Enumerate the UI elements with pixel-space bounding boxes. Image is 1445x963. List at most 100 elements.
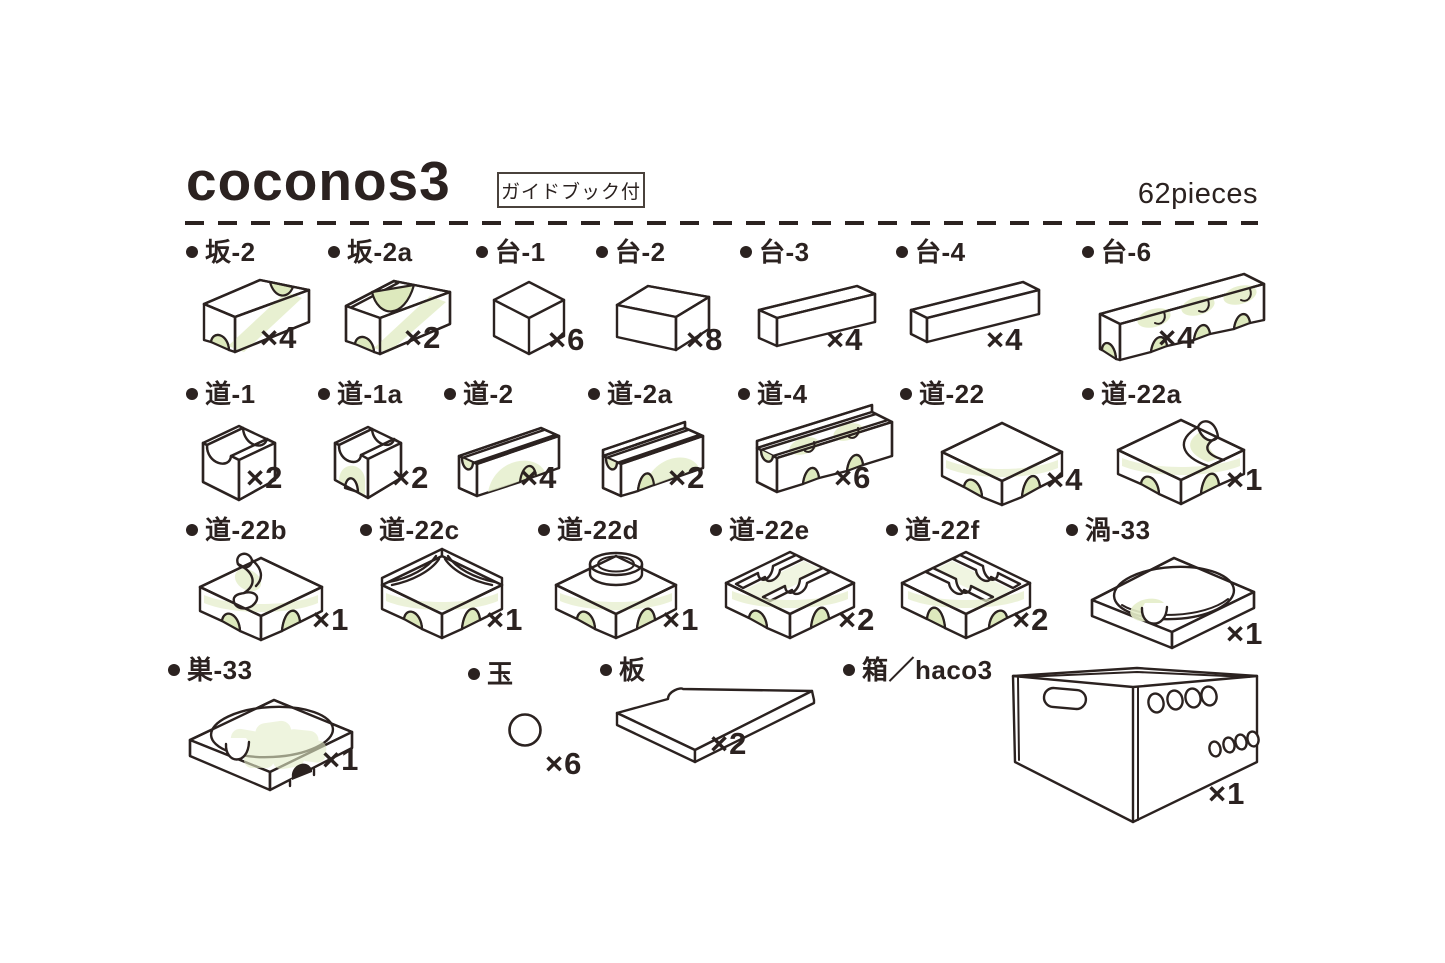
piece-name: 道-4	[757, 379, 808, 409]
michi-2-illustration: ×4	[454, 408, 564, 506]
bullet-icon	[588, 388, 600, 401]
piece-name: 渦-33	[1085, 515, 1151, 545]
piece-ita: 板 ×2	[600, 655, 816, 764]
bullet-icon	[886, 524, 898, 537]
bullet-icon	[444, 388, 456, 401]
piece-count: ×2	[838, 602, 876, 637]
piece-name: 道-22d	[557, 515, 639, 545]
piece-dai-3: 台-3 ×4	[740, 238, 877, 355]
dashed-divider	[185, 221, 1258, 225]
piece-count: ×1	[1226, 462, 1264, 497]
dai-1-illustration: ×6	[490, 276, 584, 360]
piece-name: 台-1	[495, 237, 546, 267]
piece-michi-2: 道-2 ×4	[444, 379, 561, 498]
piece-saka-2a: 坂-2a ×2	[328, 237, 452, 356]
bullet-icon	[843, 664, 855, 677]
piece-count: ×2	[246, 460, 284, 495]
piece-count: ×2	[404, 320, 442, 355]
michi-22b-illustration: ×1	[194, 548, 348, 648]
piece-name: 台-6	[1101, 237, 1152, 267]
piece-michi-1: 道-1 ×2	[186, 379, 282, 502]
piece-name: 道-1	[205, 379, 256, 409]
dai-3-illustration: ×4	[754, 268, 880, 357]
piece-michi-22c: 道-22c ×1	[360, 516, 522, 640]
piece-count: ×4	[986, 322, 1024, 357]
bullet-icon	[1082, 388, 1094, 401]
piece-count: ×6	[545, 746, 583, 781]
michi-22d-illustration: ×1	[550, 542, 698, 648]
piece-name: 道-1a	[337, 379, 403, 409]
piece-count: ×2	[1012, 602, 1050, 637]
guidebook-badge: ガイドブック付	[497, 172, 645, 208]
piece-name: 板	[619, 655, 646, 685]
piece-count: ×2	[392, 460, 430, 495]
bullet-icon	[186, 388, 198, 401]
piece-count: ×1	[322, 742, 360, 777]
bullet-icon	[596, 246, 608, 259]
piece-name: 台-4	[915, 237, 966, 267]
piece-count: ×1	[1226, 616, 1264, 651]
michi-1-illustration: ×2	[198, 410, 284, 506]
piece-michi-22d: 道-22d ×1	[538, 515, 698, 640]
piece-michi-22b: 道-22b ×1	[186, 515, 348, 642]
dai-4-illustration: ×4	[906, 264, 1044, 355]
piece-name: 台-2	[615, 237, 666, 267]
piece-name: 巣-33	[187, 655, 253, 685]
bullet-icon	[900, 388, 912, 401]
piece-dai-2: 台-2 ×8	[596, 237, 722, 355]
piece-dai-6: 台-6 ×4	[1082, 237, 1266, 362]
piece-uzu-33: 渦-33 ×1	[1066, 515, 1262, 650]
michi-4-illustration: ×6	[752, 396, 900, 506]
piece-count: ×2	[710, 726, 748, 761]
bullet-icon	[738, 388, 750, 401]
dai-6-illustration: ×4	[1094, 256, 1272, 368]
bullet-icon	[186, 246, 198, 259]
piece-count: ×4	[1158, 320, 1196, 355]
piece-name: 道-22b	[205, 515, 287, 545]
piece-michi-22: 道-22 ×4	[900, 379, 1082, 507]
bullet-icon	[896, 246, 908, 259]
piece-dai-1: 台-1 ×6	[476, 237, 584, 356]
piece-name: 道-2a	[607, 379, 673, 409]
bullet-icon	[710, 524, 722, 537]
uzu-33-illustration: ×1	[1086, 548, 1264, 651]
ita-illustration: ×2	[612, 676, 818, 770]
saka-2-illustration: ×4	[198, 270, 314, 360]
piece-count: ×2	[668, 460, 706, 495]
haco3-box-illustration: ×1	[1008, 664, 1264, 830]
piece-count: ×1	[1208, 776, 1246, 811]
piece-michi-22e: 道-22e ×2	[710, 516, 874, 640]
piece-name: 坂-2	[205, 237, 256, 267]
michi-22e-illustration: ×2	[720, 538, 874, 650]
saka-2a-illustration: ×2	[340, 266, 456, 362]
tama-illustration: ×6	[505, 710, 581, 779]
michi-22-illustration: ×4	[936, 418, 1082, 507]
piece-count: ×1	[486, 602, 524, 637]
piece-name: 箱／haco3	[862, 655, 993, 685]
bullet-icon	[538, 524, 550, 537]
piece-name: 道-22	[919, 379, 985, 409]
piece-total-label: 62pieces	[1137, 178, 1258, 210]
bullet-icon	[468, 668, 480, 681]
piece-michi-22f: 道-22f ×2	[886, 515, 1048, 640]
piece-michi-1a: 道-1a ×2	[318, 379, 428, 500]
piece-michi-22a: 道-22a ×1	[1082, 380, 1262, 506]
michi-22c-illustration: ×1	[376, 546, 522, 648]
michi-2a-illustration: ×2	[598, 408, 708, 506]
piece-name: 道-2	[463, 379, 514, 409]
page-title: coconos3	[186, 150, 451, 212]
piece-name: 道-22f	[905, 515, 980, 545]
su-33-illustration: ×1	[184, 690, 358, 792]
piece-haco: 箱／haco3 ×1	[843, 655, 1260, 824]
piece-name: 坂-2a	[347, 237, 413, 267]
piece-su-33: 巣-33	[168, 655, 358, 792]
piece-count: ×4	[826, 322, 864, 357]
bullet-icon	[740, 246, 752, 259]
piece-michi-4: 道-4 ×6	[738, 379, 894, 494]
bullet-icon	[476, 246, 488, 259]
piece-count: ×4	[520, 460, 558, 495]
piece-count: ×8	[686, 322, 724, 357]
bullet-icon	[1066, 524, 1078, 537]
piece-count: ×6	[834, 460, 872, 495]
